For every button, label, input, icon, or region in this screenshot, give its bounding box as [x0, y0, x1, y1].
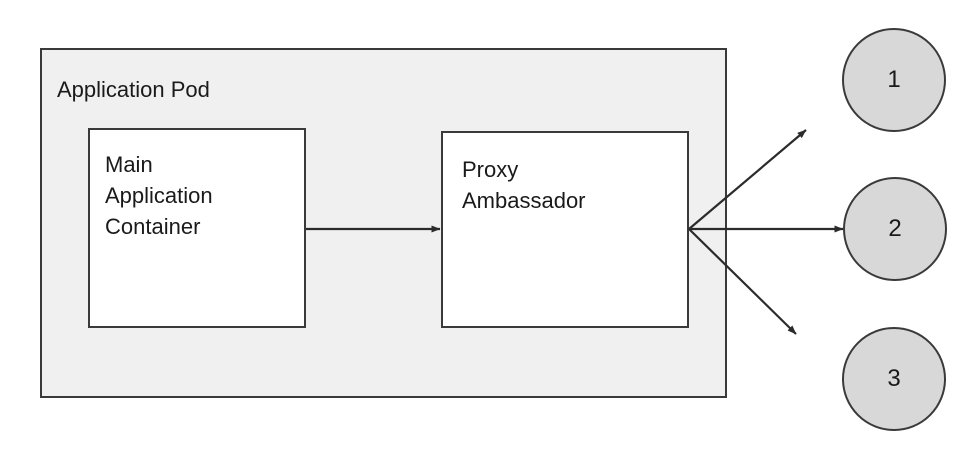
endpoint-circle-1-label: 1	[887, 66, 901, 93]
application-pod-label: Application Pod	[57, 77, 210, 102]
proxy-ambassador-label: Proxy Ambassador	[462, 157, 586, 213]
endpoint-circle-1: 1	[842, 28, 946, 132]
main-application-container-label: Main Application Container	[105, 152, 213, 239]
endpoint-circle-3: 3	[842, 327, 946, 431]
endpoint-circle-2: 2	[843, 177, 947, 281]
proxy-ambassador-box: Proxy Ambassador	[441, 131, 689, 328]
endpoint-circle-2-label: 2	[888, 215, 902, 242]
main-application-container-box: Main Application Container	[88, 128, 306, 328]
endpoint-circle-3-label: 3	[887, 365, 901, 392]
